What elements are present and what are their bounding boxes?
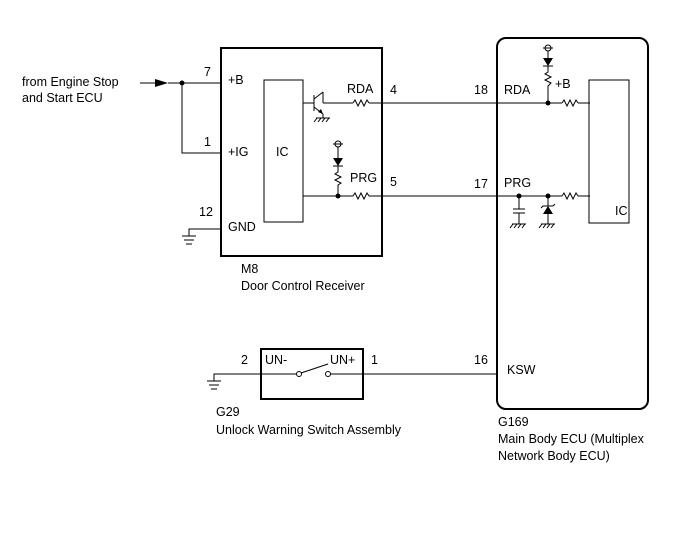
- g169-connector-code: G169: [498, 415, 529, 429]
- m8-component-box: [220, 47, 383, 257]
- g169-zener-diode-icon: [538, 196, 556, 229]
- g169-pin-prg-label: PRG: [504, 176, 531, 190]
- g29-connector-code: G29: [216, 405, 240, 419]
- g169-component-box: [496, 37, 649, 410]
- wire-ig: [181, 83, 221, 154]
- m8-ground-icon: [182, 235, 196, 245]
- m8-component-name: Door Control Receiver: [241, 279, 365, 293]
- g169-ic-label: IC: [615, 204, 628, 218]
- input-arrow-icon: [140, 79, 168, 87]
- m8-pin-prg-label: PRG: [350, 171, 377, 185]
- m8-connector-code: M8: [241, 262, 258, 276]
- g29-pin-number-unminus: 2: [241, 353, 248, 367]
- g169-pullup-icon: [543, 44, 553, 103]
- g29-pin-unminus-label: UN-: [265, 353, 287, 367]
- wire-prg: [303, 191, 590, 201]
- g29-ground-icon: [207, 380, 221, 390]
- g169-capacitor-icon: [509, 196, 526, 229]
- g29-pin-unplus-label: UN+: [330, 353, 355, 367]
- m8-pullup-icon: [333, 140, 343, 196]
- source-label-line2: and Start ECU: [22, 91, 103, 105]
- g169-pin-number-prg: 17: [474, 177, 488, 191]
- wire-junction: [545, 100, 551, 106]
- g169-pin-rda-label: RDA: [504, 83, 531, 97]
- m8-ic-block: [263, 79, 304, 223]
- m8-pin-number-gnd: 12: [199, 205, 213, 219]
- m8-pin-gnd-label: GND: [228, 220, 256, 234]
- g169-ic-block: [588, 79, 630, 224]
- g29-switch-icon: [261, 363, 363, 377]
- g169-component-name-line2: Network Body ECU): [498, 449, 610, 463]
- g29-pin-number-unplus: 1: [371, 353, 378, 367]
- m8-transistor-icon: [303, 91, 330, 123]
- m8-pin-number-prg: 5: [390, 175, 397, 189]
- g169-pin-b-label: +B: [555, 77, 571, 91]
- g29-component-name: Unlock Warning Switch Assembly: [216, 423, 402, 437]
- g169-pin-number-rda: 18: [474, 83, 488, 97]
- wire-gnd: [188, 228, 221, 236]
- g169-pin-ksw-label: KSW: [507, 363, 536, 377]
- m8-pin-rda-label: RDA: [347, 82, 374, 96]
- wire-rda: [323, 98, 590, 108]
- g169-pin-number-ksw: 16: [474, 353, 488, 367]
- source-label-line1: from Engine Stop: [22, 75, 119, 89]
- m8-ic-label: IC: [276, 145, 289, 159]
- m8-pin-number-ig: 1: [204, 135, 211, 149]
- wire-unminus: [213, 373, 261, 381]
- m8-pin-ig-label: +IG: [228, 145, 249, 159]
- m8-pin-number-b: 7: [204, 65, 211, 79]
- m8-pin-b-label: +B: [228, 73, 244, 87]
- m8-pin-number-rda: 4: [390, 83, 397, 97]
- g169-component-name-line1: Main Body ECU (Multiplex: [498, 432, 645, 446]
